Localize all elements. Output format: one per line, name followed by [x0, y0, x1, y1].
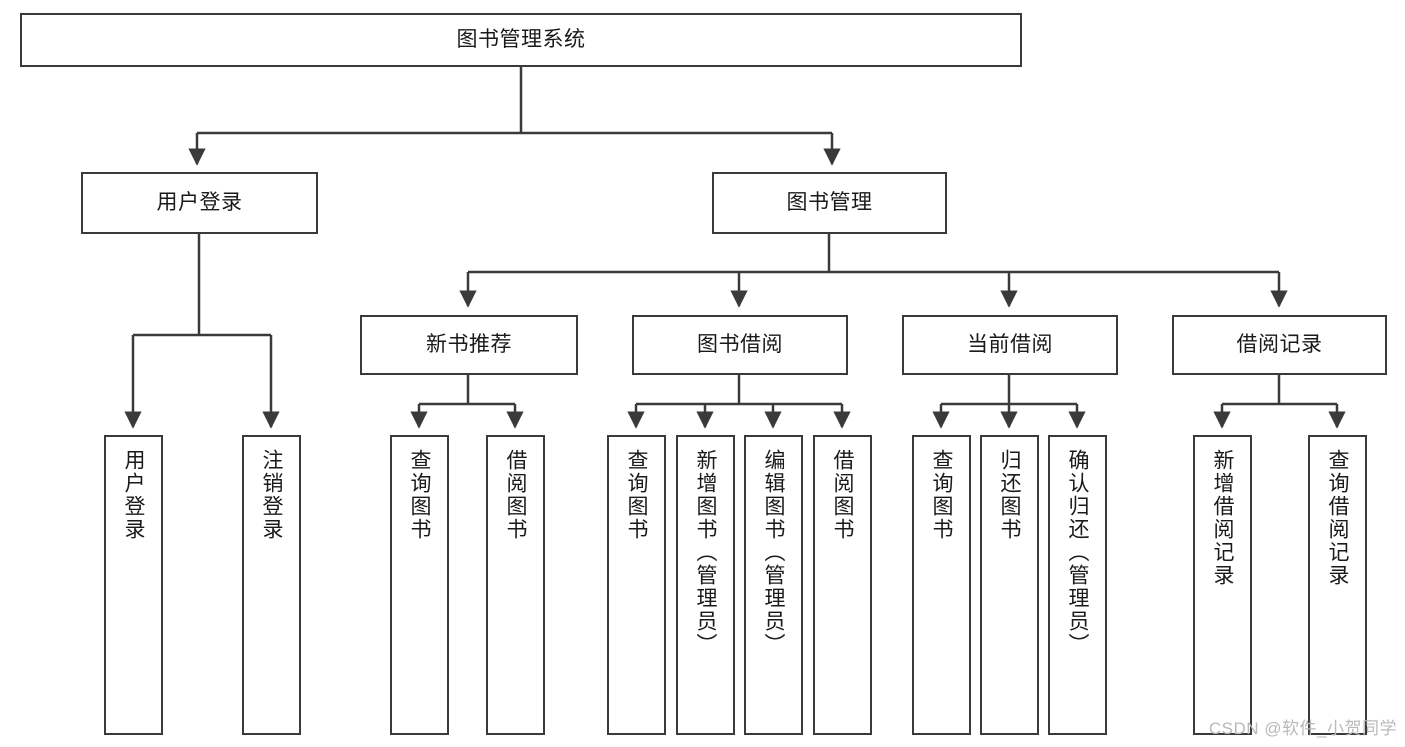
node-label: 图书管理系统: [456, 27, 586, 51]
node-label: 用户登录: [156, 190, 243, 214]
node-label: 借阅记录: [1236, 332, 1323, 356]
node-label: 借阅图书: [831, 449, 854, 541]
node-label: 新增借阅记录: [1211, 449, 1234, 587]
node-root-system[interactable]: 图书管理系统: [20, 13, 1022, 67]
leaf-record-query-record[interactable]: 查询借阅记录: [1308, 435, 1367, 735]
leaf-borrow-query-book[interactable]: 查询图书: [607, 435, 666, 735]
node-label: 图书管理: [786, 190, 873, 214]
leaf-recommend-borrow-book[interactable]: 借阅图书: [486, 435, 545, 735]
leaf-user-logout[interactable]: 注销登录: [242, 435, 301, 735]
leaf-borrow-edit-book-admin[interactable]: 编辑图书（管理员）: [744, 435, 803, 735]
node-label: 当前借阅: [967, 332, 1053, 356]
leaf-current-confirm-return-admin[interactable]: 确认归还（管理员）: [1048, 435, 1107, 735]
node-book-management[interactable]: 图书管理: [712, 172, 947, 234]
leaf-borrow-borrow-book[interactable]: 借阅图书: [813, 435, 872, 735]
leaf-user-login[interactable]: 用户登录: [104, 435, 163, 735]
node-label: 查询图书: [625, 449, 648, 541]
node-book-borrow[interactable]: 图书借阅: [632, 315, 848, 375]
node-label: 编辑图书（管理员）: [762, 449, 785, 656]
node-current-borrow[interactable]: 当前借阅: [902, 315, 1118, 375]
node-label: 新增图书（管理员）: [694, 449, 717, 656]
node-label: 查询图书: [408, 449, 431, 541]
leaf-current-return-book[interactable]: 归还图书: [980, 435, 1039, 735]
node-label: 用户登录: [122, 449, 145, 541]
watermark: CSDN @软件_小贺同学: [1208, 719, 1397, 738]
node-user-login[interactable]: 用户登录: [81, 172, 318, 234]
node-label: 新书推荐: [426, 332, 512, 356]
node-label: 归还图书: [998, 449, 1021, 541]
leaf-borrow-add-book-admin[interactable]: 新增图书（管理员）: [676, 435, 735, 735]
node-label: 确认归还（管理员）: [1066, 449, 1089, 656]
node-label: 注销登录: [260, 449, 283, 541]
leaf-record-add-record[interactable]: 新增借阅记录: [1193, 435, 1252, 735]
node-label: 查询借阅记录: [1326, 449, 1349, 587]
node-label: 图书借阅: [697, 332, 783, 356]
leaf-recommend-query-book[interactable]: 查询图书: [390, 435, 449, 735]
node-borrow-record[interactable]: 借阅记录: [1172, 315, 1387, 375]
node-label: 查询图书: [930, 449, 953, 541]
leaf-current-query-book[interactable]: 查询图书: [912, 435, 971, 735]
node-label: 借阅图书: [504, 449, 527, 541]
node-new-book-recommend[interactable]: 新书推荐: [360, 315, 578, 375]
